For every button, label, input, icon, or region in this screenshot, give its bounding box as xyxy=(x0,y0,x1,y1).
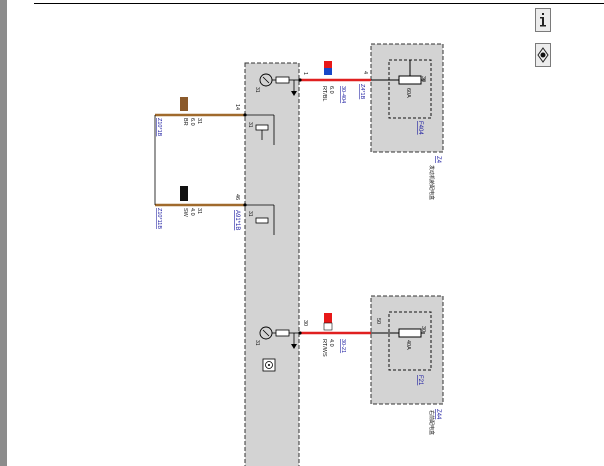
wire-color: BR xyxy=(182,118,188,126)
fuse-rating: 40A xyxy=(405,340,411,350)
transistor-switch-2: 31 xyxy=(254,326,300,349)
pin-number: 1 xyxy=(302,72,308,75)
fuse-box-z44: 40A 30 50 F21 Z44 右前配电盒 xyxy=(370,295,444,435)
wire-num: 31 xyxy=(196,208,202,214)
fuse-pin-in: 30 xyxy=(420,326,426,332)
pin-dot xyxy=(243,113,247,117)
locate-icon xyxy=(537,47,549,63)
wire-color-tag-red xyxy=(324,313,332,323)
wire-color: RT/WS xyxy=(321,339,327,357)
pin-dot xyxy=(243,203,247,207)
wire-num: 31 xyxy=(196,118,202,124)
ecu-icon xyxy=(262,358,276,372)
pin-dot xyxy=(298,331,302,335)
control-module: 31 31 31 31 xyxy=(234,62,308,466)
wire-size: 4.0 xyxy=(189,208,195,216)
wire-size: 6.0 xyxy=(328,86,334,94)
fuse-box-name: 发动机舱配电盒 xyxy=(428,165,435,200)
fuse-ref-link[interactable]: F404 xyxy=(417,121,423,135)
pin-dot xyxy=(298,78,302,82)
wire-color-tag-black xyxy=(180,186,188,201)
fuse-box-z4: 60A 30 4 F404 Z4 发动机舱配电盒 xyxy=(362,43,444,200)
info-button[interactable] xyxy=(535,8,551,32)
wire-color-tag-white xyxy=(323,322,333,331)
wire-br-ground[interactable]: 31 6.0 BR Z10*1B xyxy=(155,97,245,137)
fuse-ref-link[interactable]: F21 xyxy=(417,375,423,386)
fuse-box-ref-link[interactable]: Z44 xyxy=(435,409,441,420)
fuse-box-ref-link[interactable]: Z4 xyxy=(435,156,441,164)
ground-ref-link[interactable]: Z10*1B xyxy=(156,118,162,137)
side-toolbar xyxy=(535,8,551,78)
internal-ground-label: 31 xyxy=(254,87,260,93)
locate-button[interactable] xyxy=(535,43,551,67)
internal-ground-label: 31 xyxy=(247,122,253,128)
wire-color-tag-brown xyxy=(180,97,188,111)
connector-ref-link[interactable]: Z4*1B xyxy=(359,84,365,100)
pin-number: 46 xyxy=(234,194,240,200)
fuse-pin-out: 50 xyxy=(375,318,381,324)
fuse-box-name: 右前配电盒 xyxy=(428,410,435,435)
pin-number: 14 xyxy=(234,104,240,110)
resistor-branch-46: 31 xyxy=(245,204,275,235)
wire-ref-link[interactable]: 30-21 xyxy=(340,339,346,353)
internal-ground-label: 31 xyxy=(254,340,260,346)
left-scroll-strip[interactable] xyxy=(0,0,7,466)
fuse-pin-in: 30 xyxy=(420,76,426,82)
wire-sw-ground[interactable]: 31 4.0 SW Z10*11B xyxy=(155,186,245,229)
resistor-branch-14: 31 xyxy=(245,114,275,145)
wire-size: 4.0 xyxy=(328,339,334,347)
wire-color-tag-blue xyxy=(324,68,332,75)
module-ref-link[interactable]: A91*1B xyxy=(234,210,240,230)
fuse-symbol xyxy=(398,328,422,338)
wire-color: SW xyxy=(182,208,188,218)
fuse-symbol xyxy=(398,75,422,85)
pin-number: 30 xyxy=(302,320,308,326)
fuse-rating: 60A xyxy=(405,88,411,98)
wire-color: RT/BL xyxy=(321,86,327,102)
wire-30-404[interactable]: 6.0 RT/BL 30-404 Z4*1B xyxy=(300,61,371,103)
wire-30-21[interactable]: 4.0 RT/WS 30-21 xyxy=(300,313,371,357)
fuse-inner-outline xyxy=(388,311,432,371)
transistor-switch-1: 31 xyxy=(254,73,300,96)
wire-size: 6.0 xyxy=(189,118,195,126)
internal-ground-label: 31 xyxy=(247,211,253,217)
ground-ref-link[interactable]: Z10*11B xyxy=(156,208,162,229)
info-icon xyxy=(540,13,546,27)
wire-color-tag-red xyxy=(324,61,332,68)
fuse-pin-out: 4 xyxy=(362,71,368,74)
module-outline xyxy=(244,62,300,466)
wire-ref-link[interactable]: 30-404 xyxy=(340,86,346,103)
